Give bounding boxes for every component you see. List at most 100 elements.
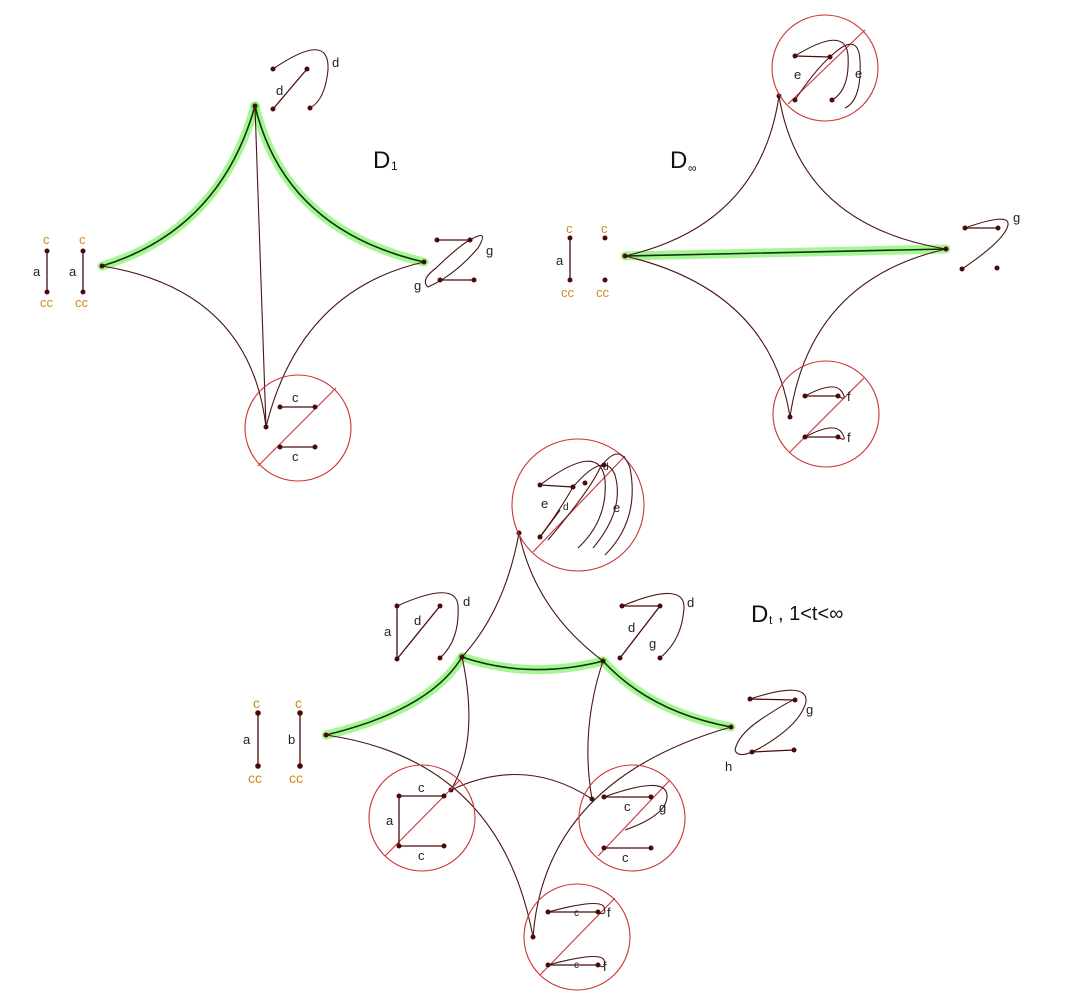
d1-config-bottom-crossed: c c xyxy=(244,374,352,482)
dinf-edge-bottom-left xyxy=(624,255,791,418)
d1-vertex-bottom xyxy=(263,424,269,430)
dinf-edge-top-left xyxy=(624,95,780,257)
label-c: c xyxy=(292,449,299,464)
panel-d1: d d c c a a cc cc g g xyxy=(33,49,493,482)
dt-edge-left-bottom xyxy=(325,734,534,938)
label-a: a xyxy=(384,624,392,639)
label-c: c xyxy=(253,695,260,711)
dt-edge-right-bottom xyxy=(532,726,732,938)
dt-highlight-3 xyxy=(598,656,736,732)
label-c: c xyxy=(79,232,86,247)
label-d: d xyxy=(276,83,283,98)
label-d: d xyxy=(563,502,569,513)
label-c: c xyxy=(622,850,629,865)
label-g: g xyxy=(1013,210,1020,225)
label-d: d xyxy=(603,462,609,473)
dinf-edge-top-right xyxy=(778,95,947,250)
dt-vertex-upper-right xyxy=(600,658,606,664)
dt-config-right: g h xyxy=(725,689,813,774)
label-c: c xyxy=(295,695,302,711)
dt-range: , 1<t<∞ xyxy=(778,603,843,625)
dt-vertex-bottom xyxy=(530,934,536,940)
panel-dinf: e e g c c a cc cc xyxy=(556,14,1020,468)
dt-config-left: c c a b cc cc xyxy=(243,695,303,786)
label-c: c xyxy=(601,221,608,236)
label-c: c xyxy=(624,799,631,814)
label-f: f xyxy=(847,430,851,445)
label-g: g xyxy=(806,702,813,717)
dt-highlight-1 xyxy=(321,652,467,740)
label-cc: cc xyxy=(75,295,89,310)
d1-vertex-right xyxy=(421,259,427,265)
dt-vertex-upper-left xyxy=(459,654,465,660)
dt-edge-1 xyxy=(325,656,463,736)
label-h: h xyxy=(725,759,732,774)
d1-highlight-left xyxy=(97,101,260,271)
label-c: c xyxy=(574,960,579,971)
dinf-config-top-crossed: e e xyxy=(771,14,879,122)
dinf-vertex-right xyxy=(943,246,949,252)
d1-edge-bottom-right xyxy=(265,261,425,428)
label-cc: cc xyxy=(40,295,54,310)
label-d: d xyxy=(332,55,339,70)
label-cc: cc xyxy=(248,770,262,786)
dinf-config-bottom-crossed: f f xyxy=(772,360,880,468)
dt-edge-3 xyxy=(602,660,732,728)
label-g: g xyxy=(486,243,493,258)
label-e: e xyxy=(541,496,548,511)
panel-dt: e d d e a d d d g xyxy=(243,438,843,991)
label-d: d xyxy=(687,595,694,610)
d1-edge-diagonal xyxy=(254,105,267,428)
label-c: c xyxy=(418,848,425,863)
d1-title: D xyxy=(373,147,390,174)
dinf-vertex-bottom xyxy=(787,414,793,420)
dt-config-upper-left: a d d xyxy=(384,592,470,662)
dt-config-lower-right-crossed: c g c xyxy=(578,764,686,872)
label-a: a xyxy=(33,264,41,279)
d1-config-left: c c a a cc cc xyxy=(33,232,89,310)
label-a: a xyxy=(386,813,394,828)
dt-config-upper-right: d g d xyxy=(617,592,694,661)
dt-edge-top-right xyxy=(518,532,604,662)
label-c: c xyxy=(43,232,50,247)
label-f: f xyxy=(607,905,611,920)
dinf-edge-horizontal xyxy=(624,248,947,257)
label-f: f xyxy=(847,389,851,404)
dt-config-top-crossed: e d d e xyxy=(511,438,645,572)
dt-vertex-inner-right xyxy=(589,796,595,802)
label-d: d xyxy=(463,594,470,609)
dt-edge-inner-left xyxy=(450,656,470,791)
dt-edge-top-left xyxy=(461,532,520,658)
label-c: c xyxy=(418,780,425,795)
dt-title: D xyxy=(751,601,768,628)
label-g: g xyxy=(414,278,421,293)
d1-edge-bottom-left xyxy=(101,265,267,428)
label-b: b xyxy=(288,732,295,747)
dt-vertex-left xyxy=(323,732,329,738)
d1-subscript: 1 xyxy=(391,159,398,173)
dinf-edge-bottom-right xyxy=(789,248,947,418)
label-e: e xyxy=(613,500,620,515)
dinf-config-left: c c a cc cc xyxy=(556,221,610,300)
dinf-title: D xyxy=(670,147,687,174)
dt-edge-inner-right xyxy=(587,660,604,800)
label-cc: cc xyxy=(596,285,610,300)
d1-highlight-right xyxy=(250,101,429,267)
d1-config-right: g g xyxy=(414,234,493,293)
label-cc: cc xyxy=(561,285,575,300)
label-c: c xyxy=(292,390,299,405)
dt-vertex-inner-left xyxy=(448,787,454,793)
dt-edge-inner-arc xyxy=(450,773,593,800)
dinf-vertex-left xyxy=(622,253,628,259)
label-a: a xyxy=(556,253,564,268)
label-d: d xyxy=(628,620,635,635)
label-c: c xyxy=(574,908,579,919)
label-g: g xyxy=(649,636,656,651)
label-c: c xyxy=(566,221,573,236)
dt-subscript: t xyxy=(769,613,773,627)
d1-vertex-left xyxy=(99,263,105,269)
dt-config-lower-left-crossed: a c c xyxy=(368,764,476,872)
label-d: d xyxy=(414,613,421,628)
